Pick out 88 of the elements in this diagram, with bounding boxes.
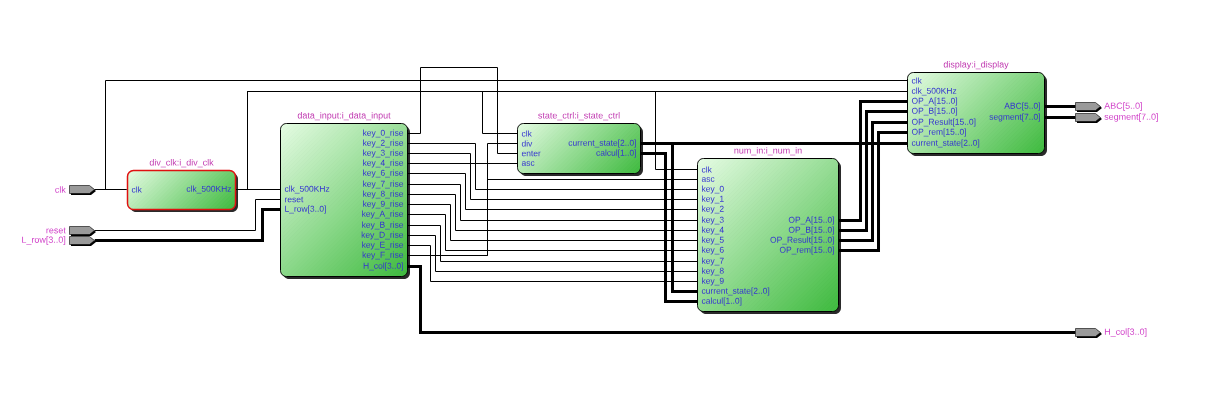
wire [839,100,907,222]
pin-label: key_3_rise [363,149,404,158]
pin-label: ABC[5..0] [1004,102,1040,111]
pin-label: key_8_rise [363,190,404,199]
pin-label: key_3 [702,216,724,225]
port-label: reset [46,227,66,234]
wire [407,173,698,210]
wire [94,208,280,242]
wire [407,235,698,272]
pin-label: clk [131,186,142,193]
pin-label: key_4_rise [363,159,404,168]
pin-label: reset [285,196,304,203]
pin-label: current_state[2..0] [568,139,636,148]
pin-label: key_5 [702,236,724,245]
wire [407,143,698,190]
wire [407,184,698,221]
pin-label: div [521,140,533,147]
pin-label: key_8 [702,267,724,276]
wire [407,204,698,241]
wire [839,110,907,232]
pin-label: enter [521,150,541,157]
pin-label: key_7 [702,257,724,266]
instance-label: num_in:i_num_in [734,147,802,156]
pin-label: OP_B[15..0] [911,107,958,116]
pin-label: clk [521,130,532,137]
port-label: clk [55,186,66,193]
pin-label: key_1 [702,195,724,204]
pin-label: key_2_rise [363,139,404,148]
wire [408,265,1076,334]
wire [407,225,698,262]
pin-label: current_state[2..0] [911,139,980,148]
instance-label: state_ctrl:i_state_ctrl [538,112,620,121]
pin-label: clk_500KHz [186,185,232,194]
pin-label: key_F_rise [362,251,404,260]
wire [407,214,698,251]
pin-label: asc [521,161,535,166]
pin-label: segment[7..0] [989,113,1040,122]
instance-label: display:i_display [943,60,1009,70]
port-label: ABC[5..0] [1104,102,1142,111]
pin-label: clk_500KHz [284,185,330,194]
port-label: L_row[3..0] [22,236,66,245]
pin-label: asc [701,177,715,182]
pin-label: L_row[3..0] [285,205,326,214]
pin-label: H_col[3..0] [363,262,403,271]
wire [94,80,908,190]
pin-label: clk [911,77,922,84]
pin-label: key_7_rise [363,180,404,189]
pin-label: key_9_rise [363,200,404,209]
pin-label: key_6 [702,246,724,255]
pin-label: key_6_rise [363,169,404,178]
wire [94,199,281,231]
pin-label: current_state[2..0] [701,287,770,296]
wire [407,179,698,256]
pin-label: clk [701,166,712,173]
pin-label: calcul[1..0] [701,297,742,306]
port-label: segment[7..0] [1104,113,1158,122]
wire [407,153,698,200]
instance-label: data_input:i_data_input [297,111,391,121]
pin-label: OP_rem[15..0] [779,246,834,255]
wire [407,163,518,164]
pin-label: key_0_rise [363,129,404,138]
wire [235,91,908,190]
wire [1045,116,1076,119]
pin-label: OP_A[15..0] [788,216,834,225]
pin-label: OP_Result[15..0] [911,118,976,127]
wire [1045,105,1076,108]
instance-label: div_clk:i_div_clk [149,159,214,168]
wire [407,67,518,154]
wire [641,142,907,145]
wire [839,131,907,252]
pin-label: key_0 [702,185,724,194]
pin-label: key_E_rise [362,241,404,250]
pin-label: key_D_rise [361,231,404,240]
pin-label: OP_rem[15..0] [911,128,966,137]
port-label: H_col[3..0] [1104,328,1147,337]
pin-label: key_B_rise [362,221,404,230]
pin-label: key_4 [702,226,724,235]
pin-label: key_9 [702,277,724,286]
wire [407,245,698,282]
pin-label: OP_B[15..0] [788,226,834,235]
pin-label: key_A_rise [362,210,404,219]
wire [407,194,698,231]
pin-label: calcul[1..0] [596,149,636,158]
pin-label: key_2 [702,205,724,214]
pin-label: OP_A[15..0] [911,97,958,106]
pin-label: OP_Result[15..0] [770,236,834,245]
pin-label: clk_500KHz [911,87,957,96]
wire [839,121,907,242]
